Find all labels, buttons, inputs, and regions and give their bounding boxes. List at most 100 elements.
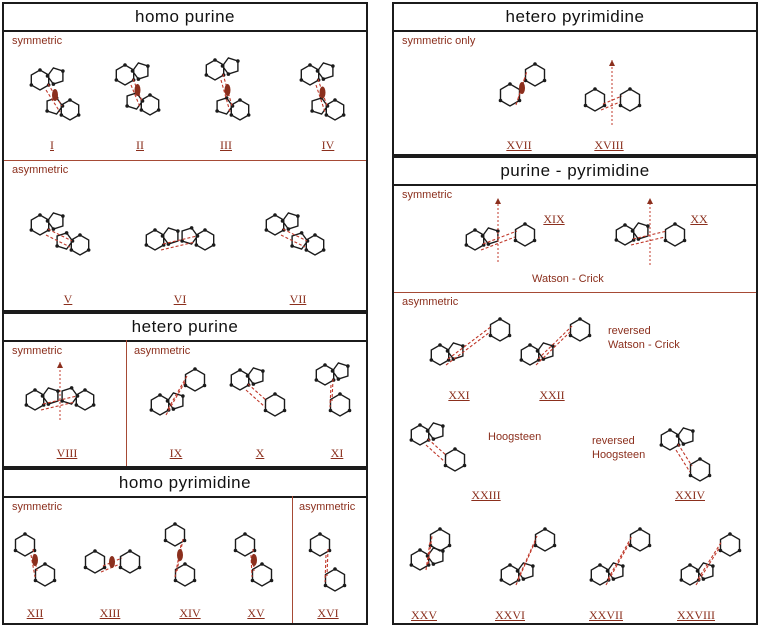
panel-homo-purine: homo purine symmetric asymmetric I II II… — [2, 2, 368, 312]
atom-dot — [308, 548, 313, 553]
symmetry-axis-mark — [32, 554, 38, 566]
ring — [444, 448, 466, 472]
atom-dot — [533, 543, 538, 548]
hydrogen-bond — [40, 401, 76, 411]
atom-dot — [304, 248, 309, 252]
ring — [329, 393, 351, 417]
ring — [719, 533, 741, 557]
atom-dot — [181, 394, 185, 398]
atom-dot — [496, 229, 500, 233]
ring — [119, 550, 141, 574]
atom-dot — [515, 569, 520, 573]
atom-dot — [614, 238, 619, 242]
atom-dot — [331, 64, 335, 68]
structure-label: III — [220, 138, 232, 152]
atom-dot — [128, 549, 132, 553]
atom-dot — [33, 388, 37, 392]
atom-dot — [160, 234, 165, 238]
ring — [46, 212, 64, 230]
atom-dot — [531, 564, 535, 568]
atom-dot — [718, 548, 723, 553]
atom-dot — [589, 578, 594, 582]
atom-dot — [45, 74, 50, 78]
structure-label: VIII — [56, 446, 78, 460]
panel-homo-pyrimidine: homo pyrimidine symmetric asymmetric XII… — [2, 468, 368, 625]
atom-dot — [701, 577, 706, 581]
ring — [305, 234, 325, 256]
divider — [4, 160, 366, 161]
atom-dot — [464, 243, 469, 247]
ring — [221, 57, 239, 75]
hydrogen-bond — [165, 381, 186, 416]
atom-dot — [646, 224, 650, 228]
atom-dot — [321, 248, 326, 252]
ring — [181, 227, 199, 245]
atom-dot — [83, 388, 87, 392]
hydrogen-bond — [605, 541, 631, 586]
atom-dot — [60, 399, 64, 403]
atom-dot — [166, 242, 171, 246]
atom-dot — [425, 429, 430, 433]
ring — [584, 88, 606, 112]
structure-label: XXI — [448, 388, 470, 402]
ring — [524, 63, 546, 87]
ring — [70, 234, 90, 256]
ring — [410, 424, 430, 446]
atom-dot — [507, 333, 512, 338]
atom-dot — [33, 578, 38, 583]
ring — [615, 224, 635, 246]
structure-label: XIII — [99, 606, 121, 620]
atom-dot — [517, 98, 522, 103]
atom-dot — [498, 98, 503, 103]
atom-dot — [40, 394, 45, 398]
atom-dot — [243, 532, 247, 536]
hydrogen-bond — [480, 236, 516, 251]
hydrogen-bond — [100, 563, 121, 573]
hydrogen-bond — [607, 535, 633, 580]
atom-dot — [233, 548, 238, 553]
hydrogen-bond — [47, 83, 63, 107]
atom-dot — [280, 219, 285, 223]
atom-dot — [238, 368, 242, 372]
atom-dot — [552, 543, 557, 548]
structure-label: XX — [690, 212, 708, 226]
ring — [631, 222, 649, 240]
atom-dot — [137, 565, 142, 570]
reversed-hoogsteen-label-2: Hoogsteen — [592, 449, 646, 461]
ring — [264, 393, 286, 417]
atom-dot — [308, 63, 312, 67]
hydrogen-bond — [515, 541, 536, 586]
hydrogen-bond — [45, 89, 61, 113]
panel-title: homo purine — [4, 4, 366, 32]
ring — [689, 458, 711, 482]
hydrogen-bond — [425, 444, 446, 463]
atom-dot — [144, 243, 149, 247]
ring — [619, 88, 641, 112]
atom-dot — [481, 243, 486, 247]
hydrogen-bond — [324, 554, 327, 583]
atom-dot — [114, 78, 119, 82]
atom-dot — [286, 227, 291, 231]
atom-dot — [621, 564, 625, 568]
atom-dot — [418, 548, 422, 552]
ring — [534, 528, 556, 552]
structure-label: VI — [173, 292, 187, 306]
ring — [281, 212, 299, 230]
atom-dot — [321, 77, 326, 81]
atom-dot — [431, 562, 436, 566]
subheading-asymmetric: asymmetric — [299, 501, 356, 513]
hydrogen-bond — [167, 375, 188, 410]
hydrogen-bond — [245, 389, 266, 408]
atom-dot — [663, 238, 668, 243]
hydrogen-bond — [675, 449, 691, 473]
hydrogen-bond — [162, 235, 198, 245]
hydrogen-bond — [280, 234, 306, 248]
atom-dot — [310, 109, 314, 113]
subheading-asymmetric: asymmetric — [134, 345, 191, 357]
ring — [300, 64, 320, 86]
atom-dot — [229, 113, 234, 117]
hydrogen-bond — [600, 101, 621, 111]
atom-dot — [45, 219, 50, 223]
atom-dot — [611, 577, 616, 581]
atom-dot — [333, 98, 337, 102]
